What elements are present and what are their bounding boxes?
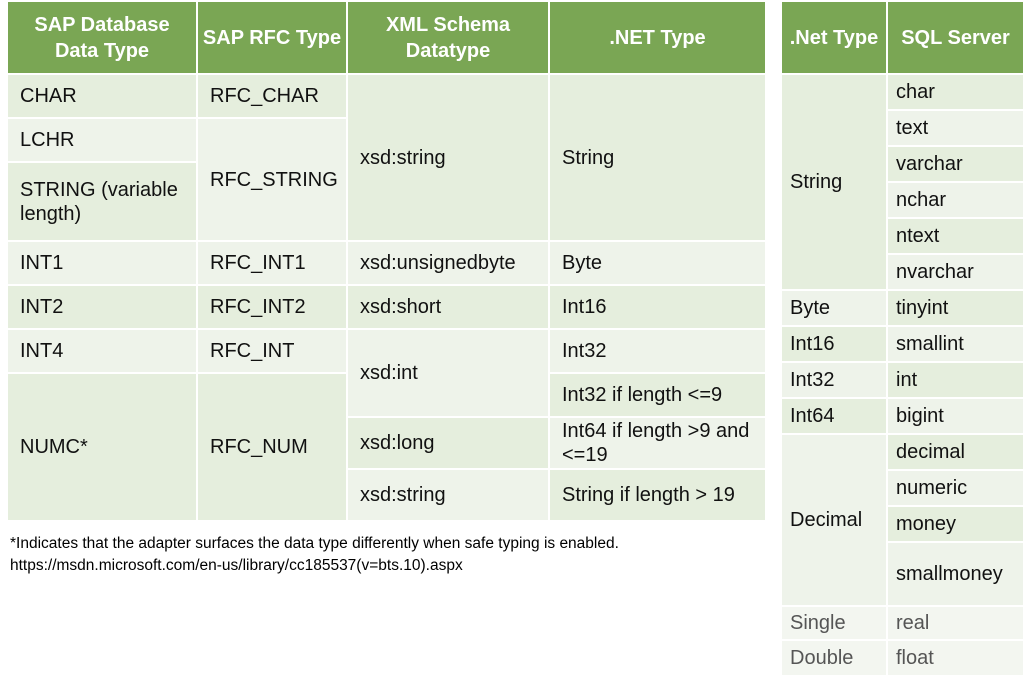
cell-xml-int: xsd:int xyxy=(346,328,550,418)
header-row: SAP Database Data Type SAP RFC Type XML … xyxy=(6,0,767,75)
cell-rfc-string: RFC_STRING xyxy=(196,117,348,242)
header-sap-rfc-type: SAP RFC Type xyxy=(196,0,348,75)
header-sap-db-type: SAP Database Data Type xyxy=(6,0,198,75)
table-row: ntext xyxy=(781,217,1024,255)
cell-xml-unsignedbyte: xsd:unsignedbyte xyxy=(346,240,550,286)
cell-sql-float: float xyxy=(886,639,1024,677)
cell-rfc-num: RFC_NUM xyxy=(196,372,348,522)
table-row: Int32 int xyxy=(780,361,1024,399)
cell-sql-numeric: numeric xyxy=(886,469,1024,507)
cell-sql-ntext: ntext xyxy=(886,217,1024,255)
table-row: INT1 RFC_INT1 xsd:unsignedbyte Byte xyxy=(6,240,767,286)
cell-net-decimal: Decimal xyxy=(780,433,888,607)
table-row: nchar xyxy=(781,181,1024,219)
cell-sql-char: char xyxy=(886,73,1024,111)
table-row: xsd:string String if length > 19 xyxy=(7,468,767,522)
table-row: STRING (variable length) xyxy=(6,161,766,242)
cell-net-string-length: String if length > 19 xyxy=(548,468,767,522)
cell-xml-string: xsd:string xyxy=(346,73,550,242)
cell-sap-char: CHAR xyxy=(6,73,198,119)
cell-net-single: Single xyxy=(780,605,888,641)
table-row: INT4 RFC_INT xsd:int Int32 xyxy=(6,328,767,418)
cell-sap-numc: NUMC* xyxy=(6,372,198,522)
table-row: Byte tinyint xyxy=(780,289,1024,327)
table-row: Double float xyxy=(780,639,1024,677)
cell-rfc-int2: RFC_INT2 xyxy=(196,284,348,330)
footnote: *Indicates that the adapter surfaces the… xyxy=(10,533,770,577)
cell-rfc-char: RFC_CHAR xyxy=(196,73,348,119)
table-row: varchar xyxy=(781,145,1024,183)
cell-sap-int1: INT1 xyxy=(6,240,198,286)
cell-net-int16: Int16 xyxy=(780,325,888,363)
table-row: LCHR RFC_STRING xyxy=(6,117,766,242)
footnote-text: *Indicates that the adapter surfaces the… xyxy=(10,535,619,552)
cell-net-string: String xyxy=(548,73,767,242)
net-sql-mapping-table: .Net Type SQL Server String char text va… xyxy=(780,0,1024,677)
cell-sql-money: money xyxy=(886,505,1024,543)
cell-sql-nchar: nchar xyxy=(886,181,1024,219)
table-row: Int16 smallint xyxy=(780,325,1024,363)
header-net-type: .NET Type xyxy=(548,0,767,75)
header-row: .Net Type SQL Server xyxy=(780,0,1024,75)
cell-net-string: String xyxy=(780,73,888,291)
cell-sql-tinyint: tinyint xyxy=(886,289,1024,327)
cell-net-double: Double xyxy=(780,639,888,677)
cell-sql-nvarchar: nvarchar xyxy=(886,253,1024,291)
table-row: Int64 bigint xyxy=(780,397,1024,435)
sap-type-mapping-table: SAP Database Data Type SAP RFC Type XML … xyxy=(6,0,767,522)
table-row: numeric xyxy=(781,469,1024,507)
cell-net-int32: Int32 xyxy=(548,328,767,374)
cell-sql-bigint: bigint xyxy=(886,397,1024,435)
cell-sap-string: STRING (variable length) xyxy=(6,161,198,242)
cell-net-int32-length: Int32 if length <=9 xyxy=(548,372,767,418)
cell-sap-int4: INT4 xyxy=(6,328,198,374)
table-row: text xyxy=(781,109,1024,147)
cell-net-int64: Int64 xyxy=(780,397,888,435)
cell-rfc-int1: RFC_INT1 xyxy=(196,240,348,286)
header-xml-schema-type: XML Schema Datatype xyxy=(346,0,550,75)
cell-sap-lchr: LCHR xyxy=(6,117,198,163)
cell-sql-decimal: decimal xyxy=(886,433,1024,471)
cell-xml-long: xsd:long xyxy=(346,416,550,470)
cell-sql-text: text xyxy=(886,109,1024,147)
cell-xml-string-length: xsd:string xyxy=(346,468,550,522)
table-row: money xyxy=(781,505,1024,543)
header-net-type: .Net Type xyxy=(780,0,888,75)
footnote-url: https://msdn.microsoft.com/en-us/library… xyxy=(10,557,463,574)
cell-net-int64-length: Int64 if length >9 and <=19 xyxy=(548,416,767,470)
table-row: String char xyxy=(780,73,1024,291)
cell-sql-smallmoney: smallmoney xyxy=(886,541,1024,607)
cell-net-int32: Int32 xyxy=(780,361,888,399)
table-row: smallmoney xyxy=(781,541,1024,607)
cell-net-int16: Int16 xyxy=(548,284,767,330)
table-row: Decimal decimal xyxy=(780,433,1024,607)
cell-net-byte: Byte xyxy=(780,289,888,327)
header-sql-server: SQL Server xyxy=(886,0,1024,75)
cell-sql-varchar: varchar xyxy=(886,145,1024,183)
table-row: CHAR RFC_CHAR xsd:string String xyxy=(6,73,767,242)
table-row: NUMC* RFC_NUM Int32 if length <=9 xyxy=(6,372,767,522)
cell-sql-int: int xyxy=(886,361,1024,399)
table-row: Single real xyxy=(780,605,1024,641)
cell-sql-smallint: smallint xyxy=(886,325,1024,363)
cell-sap-int2: INT2 xyxy=(6,284,198,330)
table-row: INT2 RFC_INT2 xsd:short Int16 xyxy=(6,284,767,330)
table-row: nvarchar xyxy=(781,253,1024,291)
cell-xml-short: xsd:short xyxy=(346,284,550,330)
cell-net-byte: Byte xyxy=(548,240,767,286)
table-row: xsd:long Int64 if length >9 and <=19 xyxy=(7,416,767,470)
cell-rfc-int: RFC_INT xyxy=(196,328,348,374)
cell-sql-real: real xyxy=(886,605,1024,641)
